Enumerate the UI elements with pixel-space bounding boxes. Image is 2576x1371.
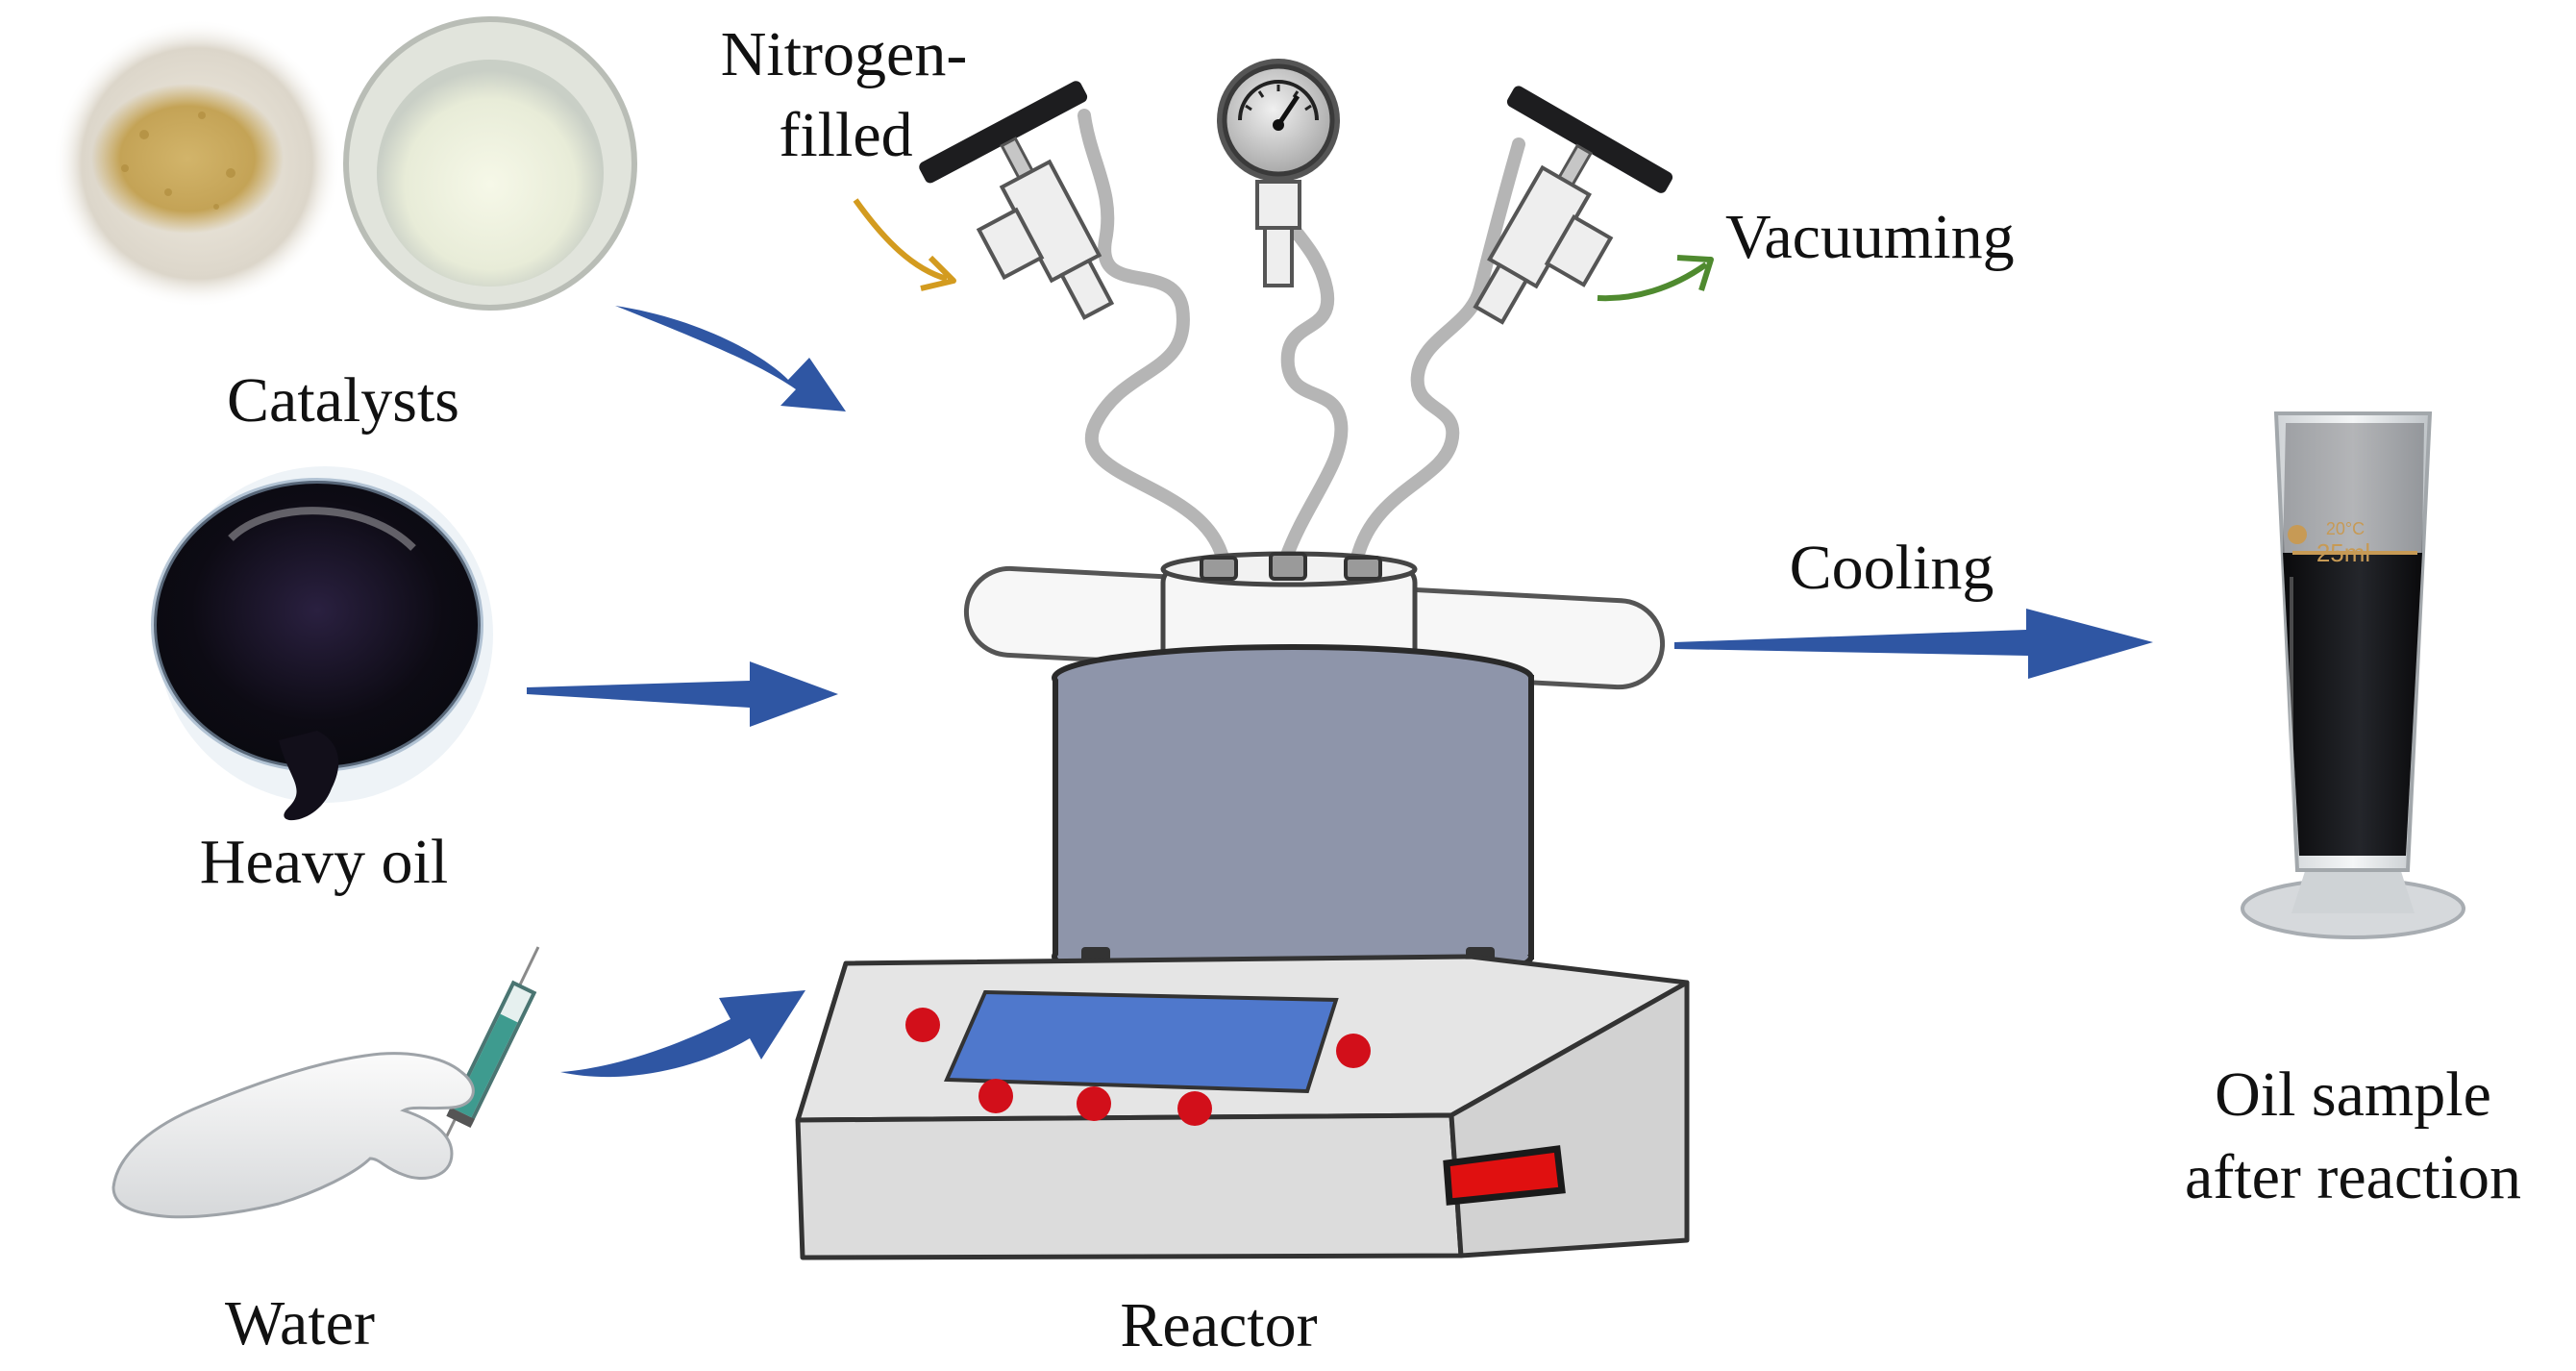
- knob: [1077, 1086, 1111, 1121]
- red-display-icon: [1443, 1145, 1566, 1206]
- cooling-label: Cooling: [1790, 533, 1994, 603]
- lid-fittings: [1200, 552, 1382, 581]
- vacuuming-label: Vacuuming: [1725, 202, 2015, 272]
- input-arrows: [527, 306, 846, 1078]
- oil-sample-label-line2: after reaction: [2185, 1142, 2521, 1212]
- nitrogen-label-line2: filled: [779, 100, 912, 170]
- left-tube: [1077, 109, 1229, 564]
- cylinder-marking: 25ml: [2316, 538, 2370, 567]
- nitrogen-label-line1: Nitrogen-: [721, 19, 968, 89]
- knob: [978, 1079, 1013, 1113]
- heavy-oil-label: Heavy oil: [200, 827, 448, 897]
- cooling-arrow: [1674, 609, 2153, 679]
- knob: [1177, 1091, 1212, 1126]
- cylinder-temp: 20°C: [2326, 519, 2365, 538]
- white-catalyst: [377, 60, 604, 287]
- water-group: Water: [111, 946, 540, 1359]
- syringe-icon: [436, 946, 540, 1155]
- right-tube: [1350, 137, 1525, 564]
- powder-catalyst: [91, 84, 284, 234]
- catalysts-label: Catalysts: [227, 365, 459, 436]
- reactor-group: Reactor: [795, 59, 1690, 1360]
- heavy-oil-group: Heavy oil: [151, 466, 493, 897]
- water-label: Water: [225, 1288, 375, 1359]
- right-valve-icon: [1473, 86, 1673, 325]
- graduated-cylinder-icon: 25ml 20°C: [2241, 411, 2465, 939]
- stirrer-base: [795, 954, 1690, 1260]
- vacuum-arrow: [1597, 262, 1708, 302]
- control-knobs: [905, 1008, 1371, 1126]
- oil-sample-label-line1: Oil sample: [2215, 1059, 2491, 1130]
- knob: [905, 1008, 940, 1042]
- nitrogen-arrow: [853, 198, 948, 282]
- cylinder-oil: [2283, 553, 2422, 856]
- center-tube: [1271, 109, 1349, 564]
- gloved-hand-icon: [111, 1052, 475, 1219]
- catalysts-arrow: [615, 306, 846, 411]
- pressure-gauge-icon: [1217, 59, 1340, 287]
- left-valve-icon: [919, 81, 1115, 320]
- reactor-label: Reactor: [1120, 1290, 1317, 1360]
- display-panel: [943, 989, 1339, 1094]
- heavy-oil-arrow: [527, 661, 838, 727]
- water-arrow: [560, 990, 805, 1078]
- catalysts-group: Catalysts: [53, 16, 637, 436]
- knob: [1336, 1034, 1371, 1068]
